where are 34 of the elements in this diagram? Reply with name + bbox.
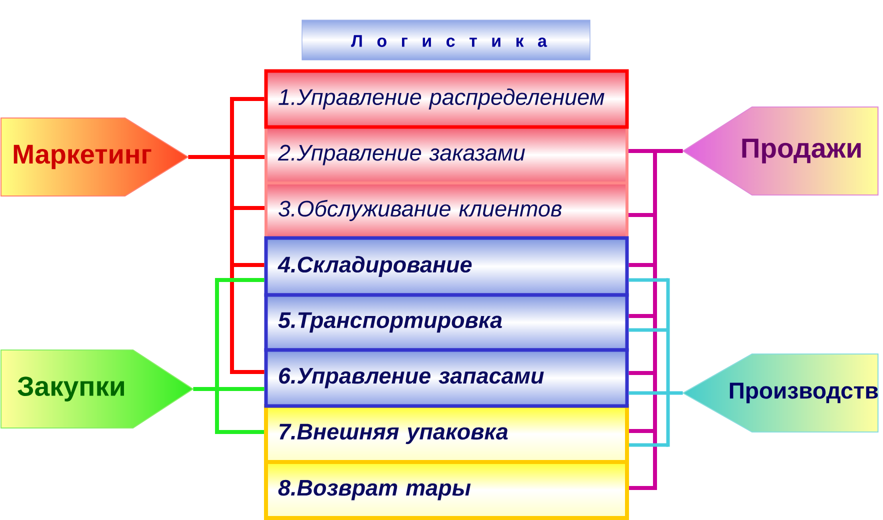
function-box: 4.Складирование	[264, 236, 629, 297]
connector-line	[217, 387, 264, 391]
connector-line	[232, 97, 264, 101]
connector-line	[232, 206, 264, 210]
function-box: 3.Обслуживание клиентов	[264, 182, 628, 240]
connector-line	[628, 328, 668, 332]
connector-line	[232, 263, 264, 267]
title: Л о г и с т и к а	[351, 35, 548, 47]
arrow-box: Закупки	[0, 350, 194, 428]
connector-line	[653, 147, 685, 492]
connector-line	[191, 276, 219, 436]
connector-line	[628, 213, 655, 217]
connector-line	[629, 486, 655, 490]
function-box: 8.Возврат тары	[264, 460, 629, 520]
connector-line	[217, 278, 264, 282]
function-box: 7.Внешняя упаковка	[264, 404, 629, 464]
connector-line	[232, 370, 264, 374]
connector-line	[628, 149, 655, 153]
connector-line	[217, 430, 264, 434]
connector-line	[628, 278, 668, 282]
arrow-box: Маркетинг	[0, 118, 189, 196]
connector-line	[628, 314, 655, 318]
function-box: 2.Управление заказами	[264, 126, 628, 184]
connector-line	[186, 95, 234, 376]
connector-line	[628, 371, 655, 375]
connector-line	[629, 443, 668, 447]
function-box: 1.Управление распределением	[264, 69, 629, 129]
function-box: 5.Транспортировка	[264, 293, 629, 352]
function-box: 6.Управление запасами	[264, 348, 629, 408]
connector-line	[628, 391, 668, 395]
connector-line	[628, 263, 655, 267]
connector-line	[629, 429, 655, 433]
connector-line	[666, 276, 685, 448]
connector-line	[232, 155, 264, 159]
